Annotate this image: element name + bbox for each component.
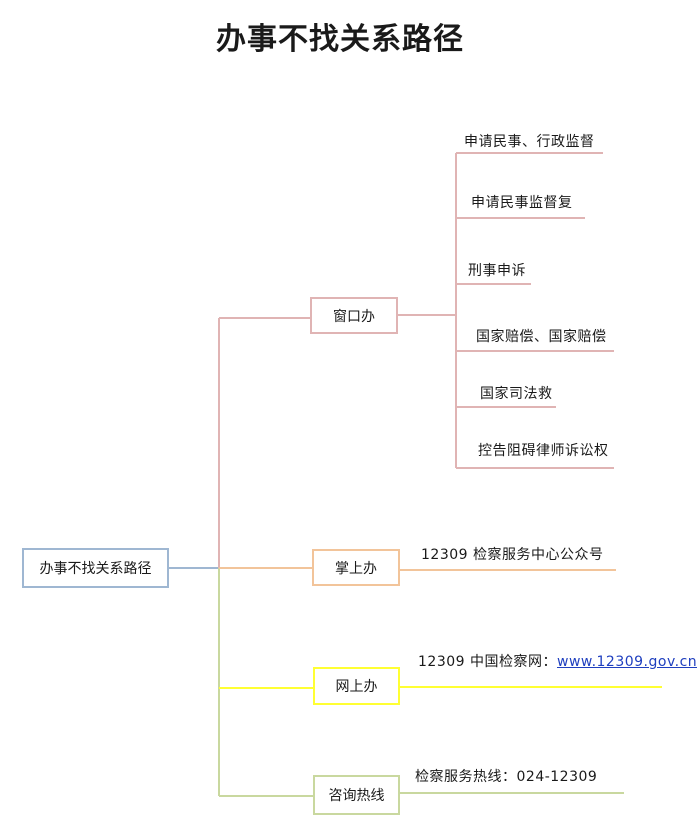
window-item-3: 刑事申诉 xyxy=(468,263,526,279)
mobile-detail: 12309 检察服务中心公众号 xyxy=(421,547,604,563)
root-node-label: 办事不找关系路径 xyxy=(39,561,152,577)
online-detail-link[interactable]: www.12309.gov.cn xyxy=(557,654,697,670)
online-detail: 12309 中国检察网：www.12309.gov.cn xyxy=(418,651,697,671)
branch-node-hotline: 咨询热线 xyxy=(313,775,400,815)
online-detail-prefix: 12309 中国检察网： xyxy=(418,654,557,670)
branch-node-online: 网上办 xyxy=(313,667,400,705)
window-item-2: 申请民事监督复 xyxy=(471,195,573,211)
page-title: 办事不找关系路径 xyxy=(216,22,464,57)
branch-mobile-label: 掌上办 xyxy=(335,560,377,577)
branch-window-label: 窗口办 xyxy=(333,308,375,325)
branch-node-window: 窗口办 xyxy=(310,297,398,334)
window-item-6: 控告阻碍律师诉讼权 xyxy=(478,443,609,459)
hotline-detail: 检察服务热线：024-12309 xyxy=(415,769,598,785)
window-item-5: 国家司法救 xyxy=(480,386,553,402)
connector-lines xyxy=(169,152,662,797)
root-node: 办事不找关系路径 xyxy=(22,548,169,588)
branch-node-mobile: 掌上办 xyxy=(312,549,400,586)
window-item-4: 国家赔偿、国家赔偿 xyxy=(476,329,607,345)
window-item-1: 申请民事、行政监督 xyxy=(464,134,595,150)
branch-hotline-label: 咨询热线 xyxy=(328,788,385,804)
branch-online-label: 网上办 xyxy=(335,679,378,695)
